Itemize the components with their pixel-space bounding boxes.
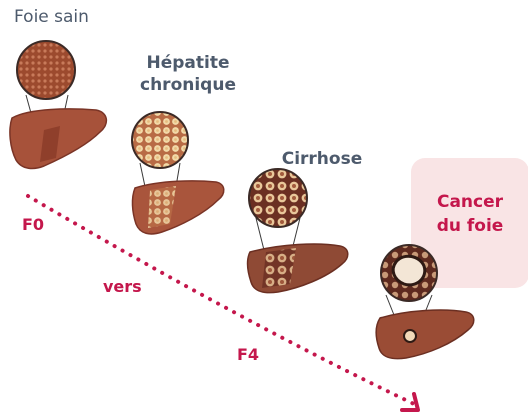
hepatitis-liver-icon [132, 112, 224, 234]
cancer-liver-icon [376, 245, 474, 359]
dotted-arrow-icon [28, 196, 418, 410]
cirrhosis-liver-icon [247, 169, 347, 293]
healthy-liver-icon [10, 41, 106, 168]
